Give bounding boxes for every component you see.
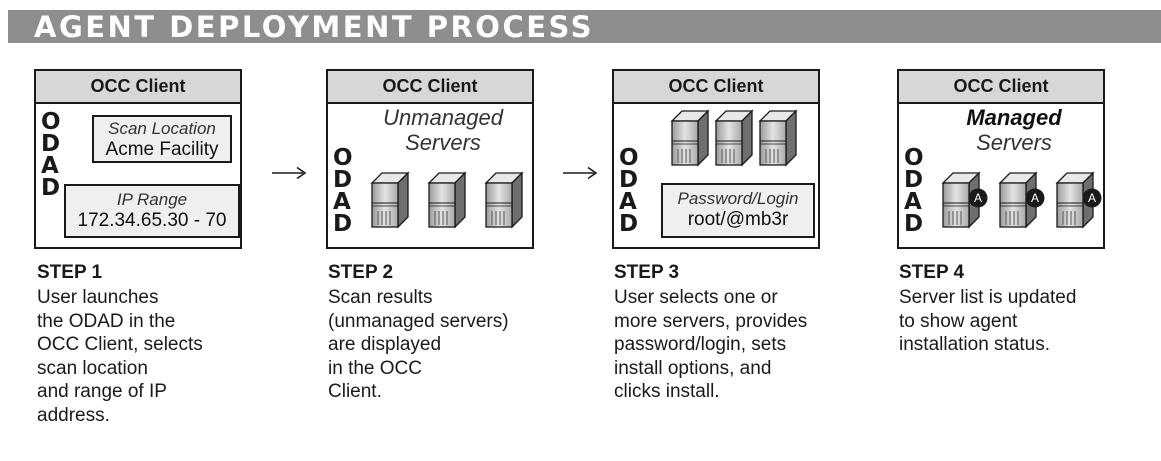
odad-label: O D A D <box>619 145 639 237</box>
odad-letter: A <box>333 189 351 215</box>
title-banner: AGENT DEPLOYMENT PROCESS <box>8 10 1161 44</box>
odad-label: O D A D <box>333 145 353 237</box>
panel-header: OCC Client <box>614 71 818 104</box>
step-desc-line: password/login, sets <box>614 334 787 355</box>
step-desc-line: scan location <box>37 357 148 379</box>
step-2-title: STEP 2 <box>328 262 394 283</box>
odad-letter: A <box>619 189 637 215</box>
agent-badge-text: A <box>1031 191 1039 205</box>
odad-letter: D <box>41 175 61 201</box>
odad-label: O D A D <box>41 109 61 201</box>
step-desc-line: installation status. <box>899 334 1051 355</box>
step-3-panel: OCC Client O D A D Password/Login root/@… <box>612 69 820 249</box>
step-desc-line: clicks install. <box>614 381 720 402</box>
arrow-icon <box>272 166 307 180</box>
odad-letter: D <box>619 211 639 237</box>
password-login-field: Password/Login root/@mb3r <box>661 183 815 238</box>
step-desc-line: the ODAD in the <box>37 310 176 332</box>
server-icon <box>485 172 523 228</box>
step-1-panel: OCC Client O D A D Scan Location Acme Fa… <box>34 69 242 249</box>
server-icon <box>371 172 409 228</box>
page-title: AGENT DEPLOYMENT PROCESS <box>34 10 595 44</box>
ip-range-label: IP Range <box>116 190 188 209</box>
agent-badge-icon: A <box>1025 188 1045 208</box>
servers-label-line: Servers <box>405 130 481 155</box>
step-3-title: STEP 3 <box>614 262 680 283</box>
panel-header: OCC Client <box>36 71 240 104</box>
panel-header: OCC Client <box>899 71 1103 104</box>
step-1-title: STEP 1 <box>37 262 103 283</box>
step-4-title: STEP 4 <box>899 262 965 283</box>
scan-location-label: Scan Location <box>108 119 216 138</box>
scan-location-field: Scan Location Acme Facility <box>92 115 232 163</box>
step-desc-line: in the OCC <box>328 357 422 379</box>
odad-letter: D <box>41 131 61 157</box>
step-4-panel: OCC Client Managed Servers O D A D A A A <box>897 69 1105 249</box>
step-desc-line: Server list is updated <box>899 287 1077 308</box>
step-desc-line: User selects one or <box>614 287 778 308</box>
odad-letter: O <box>619 145 639 171</box>
agent-badge-text: A <box>974 191 982 205</box>
step-desc-line: Client. <box>328 381 382 402</box>
servers-label-line: Unmanaged <box>383 105 503 130</box>
odad-letter: O <box>41 109 61 135</box>
odad-letter: O <box>333 145 353 171</box>
odad-letter: D <box>619 167 639 193</box>
step-4-description: Server list is updated to show agent ins… <box>899 286 1076 357</box>
odad-letter: D <box>904 211 924 237</box>
odad-letter: D <box>333 211 353 237</box>
odad-letter: A <box>904 189 922 215</box>
servers-label-line: Servers <box>976 130 1052 155</box>
step-desc-line: Scan results <box>328 287 433 308</box>
servers-label: Unmanaged Servers <box>368 105 518 155</box>
arrow-icon <box>563 166 598 180</box>
step-2-description: Scan results (unmanaged servers) are dis… <box>328 286 509 404</box>
ip-range-value: 172.34.65.30 - 70 <box>77 210 227 231</box>
odad-letter: D <box>904 167 924 193</box>
agent-badge-icon: A <box>968 188 988 208</box>
odad-letter: O <box>904 145 924 171</box>
step-desc-line: User launches <box>37 287 159 308</box>
odad-letter: D <box>333 167 353 193</box>
odad-letter: A <box>41 153 59 179</box>
step-desc-line: and range of IP <box>37 381 167 402</box>
server-icon <box>759 110 797 166</box>
scan-location-value: Acme Facility <box>105 139 219 160</box>
step-desc-line: are displayed <box>328 334 442 355</box>
server-icon <box>671 110 709 166</box>
ip-range-field: IP Range 172.34.65.30 - 70 <box>64 184 240 238</box>
step-3-description: User selects one or more servers, provid… <box>614 286 807 404</box>
agent-badge-text: A <box>1088 191 1096 205</box>
password-login-value: root/@mb3r <box>687 209 789 230</box>
step-desc-line: address. <box>37 404 110 426</box>
step-1-description: User launches the ODAD in the OCC Client… <box>37 286 203 427</box>
step-2-panel: OCC Client Unmanaged Servers O D A D <box>326 69 534 249</box>
step-desc-line: (unmanaged servers) <box>328 310 509 332</box>
step-desc-line: more servers, provides <box>614 310 808 332</box>
step-desc-line: install options, and <box>614 357 772 379</box>
servers-label: Managed Servers <box>939 105 1089 155</box>
server-icon <box>715 110 753 166</box>
servers-label-line: Managed <box>966 105 1062 130</box>
step-desc-line: to show agent <box>899 310 1018 332</box>
server-icon <box>428 172 466 228</box>
panel-header: OCC Client <box>328 71 532 104</box>
step-desc-line: OCC Client, selects <box>37 334 203 355</box>
password-login-label: Password/Login <box>677 189 799 208</box>
odad-label: O D A D <box>904 145 924 237</box>
agent-badge-icon: A <box>1082 188 1102 208</box>
